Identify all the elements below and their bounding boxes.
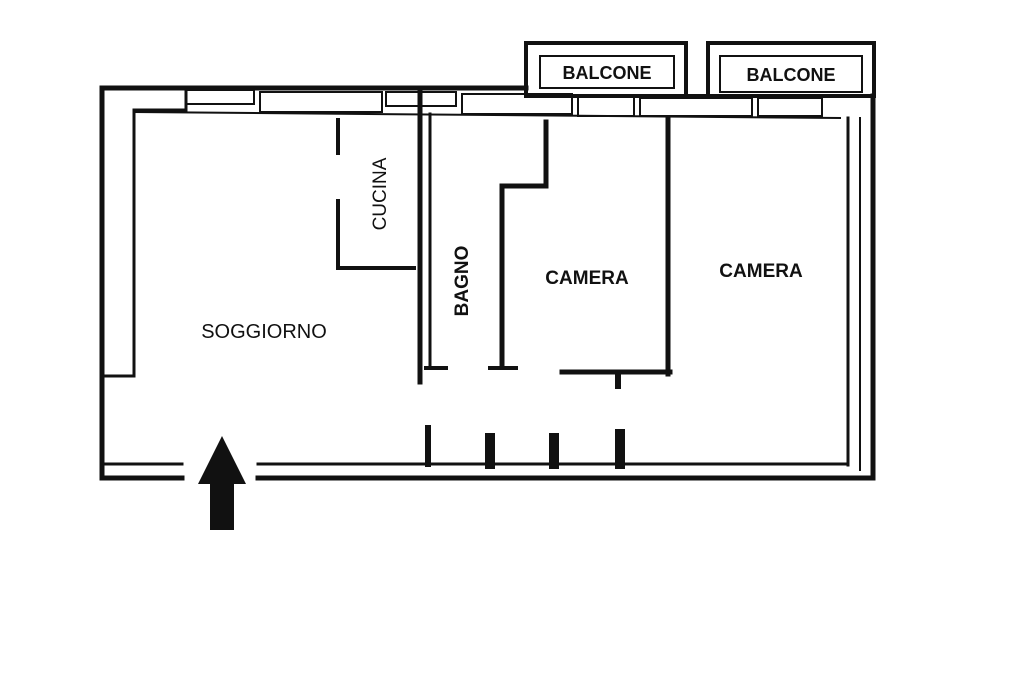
room-label-camera-1: CAMERA (545, 268, 629, 289)
room-label-camera-2: CAMERA (719, 261, 803, 282)
balcony-1-inner (539, 55, 675, 89)
room-label-soggiorno: SOGGIORNO (201, 321, 327, 343)
balcony-1 (524, 41, 688, 98)
up-arrow-icon (198, 436, 246, 530)
walls (99, 41, 876, 481)
window-4 (639, 97, 753, 117)
window-7 (757, 97, 823, 117)
balcony-2-inner (719, 55, 863, 93)
left-wall-inner (102, 88, 188, 378)
room-label-bagno: BAGNO (452, 246, 473, 317)
room-label-balcone-2: BALCONE (747, 65, 836, 85)
balcony-2 (706, 41, 876, 98)
room-label-cucina: CUCINA (370, 157, 391, 230)
window-2 (259, 91, 383, 113)
window-3 (461, 93, 573, 115)
window-1 (185, 89, 255, 105)
bathroom-wall-right (499, 119, 549, 369)
window-6 (577, 95, 635, 117)
room-label-balcone-1: BALCONE (563, 63, 652, 83)
